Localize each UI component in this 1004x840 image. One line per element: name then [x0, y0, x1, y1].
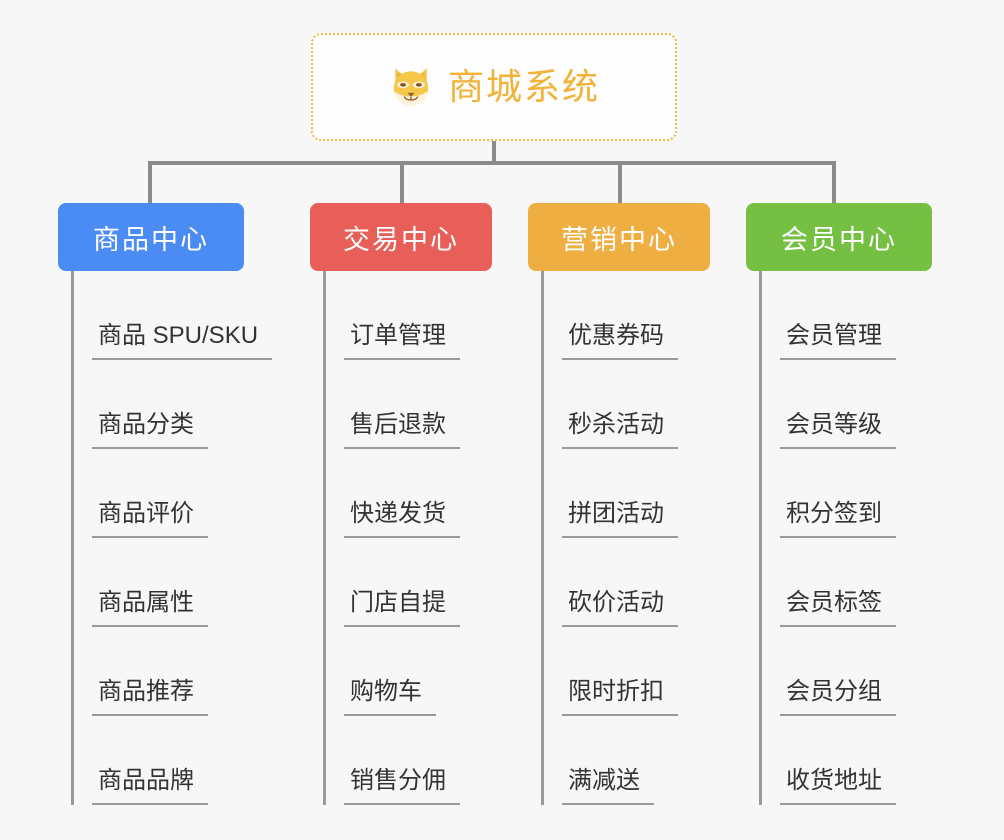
- leaf-item[interactable]: 砍价活动: [528, 538, 768, 627]
- leaf-label: 商品评价: [92, 500, 208, 538]
- leaf-list-4: 会员管理 会员等级 积分签到 会员标签 会员分组 收货地址: [746, 271, 986, 805]
- leaf-label: 拼团活动: [562, 500, 678, 538]
- category-column-会员中心: 会员中心 会员管理 会员等级 积分签到 会员标签 会员分组 收货地址: [746, 203, 986, 805]
- leaf-label: 满减送: [562, 767, 654, 805]
- leaf-label: 商品品牌: [92, 767, 208, 805]
- leaf-item[interactable]: 快递发货: [310, 449, 550, 538]
- leaf-item[interactable]: 商品推荐: [58, 627, 298, 716]
- leaf-label: 会员标签: [780, 589, 896, 627]
- column-trunk-3: [541, 271, 544, 805]
- column-trunk-4: [759, 271, 762, 805]
- leaf-label: 商品属性: [92, 589, 208, 627]
- connector-drop-3: [618, 161, 622, 203]
- leaf-list-1: 商品 SPU/SKU 商品分类 商品评价 商品属性 商品推荐 商品品牌: [58, 271, 298, 805]
- connector-root-stub: [492, 141, 496, 165]
- leaf-label: 秒杀活动: [562, 411, 678, 449]
- leaf-label: 商品推荐: [92, 678, 208, 716]
- category-header-3[interactable]: 营销中心: [528, 203, 710, 271]
- category-header-2[interactable]: 交易中心: [310, 203, 492, 271]
- leaf-label: 售后退款: [344, 411, 460, 449]
- leaf-item[interactable]: 订单管理: [310, 271, 550, 360]
- leaf-label: 会员等级: [780, 411, 896, 449]
- leaf-item[interactable]: 会员管理: [746, 271, 986, 360]
- leaf-label: 快递发货: [344, 500, 460, 538]
- leaf-item[interactable]: 门店自提: [310, 538, 550, 627]
- connector-drop-1: [148, 161, 152, 203]
- leaf-item[interactable]: 会员标签: [746, 538, 986, 627]
- category-header-label-2: 交易中心: [343, 224, 459, 255]
- category-header-label-4: 会员中心: [781, 224, 897, 255]
- leaf-item[interactable]: 商品评价: [58, 449, 298, 538]
- leaf-label: 限时折扣: [562, 678, 678, 716]
- leaf-item[interactable]: 会员分组: [746, 627, 986, 716]
- leaf-item[interactable]: 限时折扣: [528, 627, 768, 716]
- category-header-4[interactable]: 会员中心: [746, 203, 932, 271]
- leaf-item[interactable]: 商品属性: [58, 538, 298, 627]
- column-trunk-1: [71, 271, 74, 805]
- leaf-label: 订单管理: [344, 322, 460, 360]
- leaf-item[interactable]: 商品品牌: [58, 716, 298, 805]
- leaf-item[interactable]: 商品 SPU/SKU: [58, 271, 298, 360]
- shiba-dog-icon: [393, 68, 429, 106]
- leaf-item[interactable]: 会员等级: [746, 360, 986, 449]
- leaf-label: 优惠券码: [562, 322, 678, 360]
- leaf-label: 砍价活动: [562, 589, 678, 627]
- category-column-营销中心: 营销中心 优惠券码 秒杀活动 拼团活动 砍价活动 限时折扣 满减送: [528, 203, 768, 805]
- leaf-item[interactable]: 优惠券码: [528, 271, 768, 360]
- leaf-label: 商品 SPU/SKU: [92, 322, 273, 360]
- leaf-label: 收货地址: [780, 767, 896, 805]
- leaf-item[interactable]: 销售分佣: [310, 716, 550, 805]
- category-header-1[interactable]: 商品中心: [58, 203, 244, 271]
- leaf-label: 门店自提: [344, 589, 460, 627]
- leaf-item[interactable]: 购物车: [310, 627, 550, 716]
- leaf-label: 会员管理: [780, 322, 896, 360]
- leaf-item[interactable]: 拼团活动: [528, 449, 768, 538]
- leaf-label: 会员分组: [780, 678, 896, 716]
- connector-drop-4: [832, 161, 836, 203]
- leaf-label: 销售分佣: [344, 767, 460, 805]
- category-column-商品中心: 商品中心 商品 SPU/SKU 商品分类 商品评价 商品属性 商品推荐 商品品牌: [58, 203, 298, 805]
- category-header-label-3: 营销中心: [561, 224, 677, 255]
- leaf-item[interactable]: 积分签到: [746, 449, 986, 538]
- column-trunk-2: [323, 271, 326, 805]
- root-title: 商城系统: [447, 66, 600, 107]
- category-header-label-1: 商品中心: [93, 224, 209, 255]
- leaf-list-3: 优惠券码 秒杀活动 拼团活动 砍价活动 限时折扣 满减送: [528, 271, 768, 805]
- leaf-item[interactable]: 售后退款: [310, 360, 550, 449]
- connector-bus: [148, 161, 836, 165]
- root-node-商城系统[interactable]: 商城系统: [311, 33, 677, 141]
- leaf-item[interactable]: 商品分类: [58, 360, 298, 449]
- leaf-list-2: 订单管理 售后退款 快递发货 门店自提 购物车 销售分佣: [310, 271, 550, 805]
- leaf-label: 商品分类: [92, 411, 208, 449]
- leaf-item[interactable]: 秒杀活动: [528, 360, 768, 449]
- connector-drop-2: [400, 161, 404, 203]
- leaf-label: 积分签到: [780, 500, 896, 538]
- leaf-item[interactable]: 收货地址: [746, 716, 986, 805]
- category-column-交易中心: 交易中心 订单管理 售后退款 快递发货 门店自提 购物车 销售分佣: [310, 203, 550, 805]
- leaf-item[interactable]: 满减送: [528, 716, 768, 805]
- leaf-label: 购物车: [344, 678, 436, 716]
